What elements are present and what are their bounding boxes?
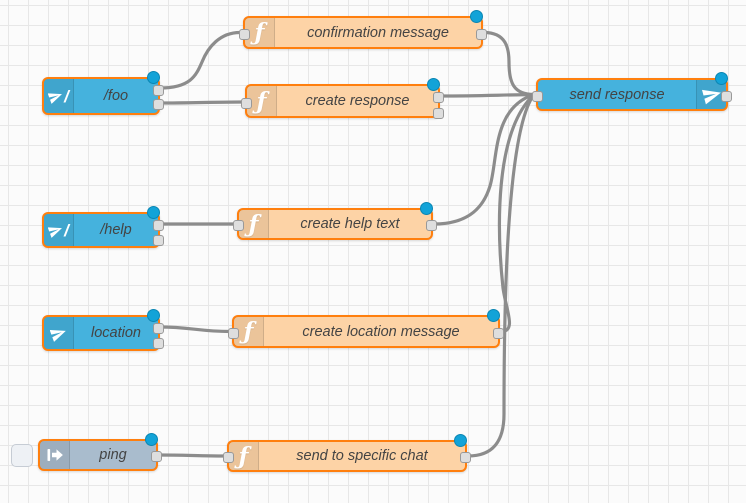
wire-foo-to-confirmation[interactable]	[158, 30, 242, 90]
modified-indicator	[420, 202, 433, 215]
modified-indicator	[145, 433, 158, 446]
node-foo[interactable]: / /foo	[42, 71, 164, 115]
inject-icon	[40, 441, 70, 469]
node-label: /help	[100, 222, 132, 238]
node-label: confirmation message	[307, 24, 449, 41]
modified-indicator	[147, 71, 160, 84]
node-ping[interactable]: ping	[11, 433, 162, 471]
slash-icon: /	[64, 220, 69, 240]
output-port-1[interactable]	[153, 220, 164, 231]
output-port[interactable]	[426, 220, 437, 231]
node-location[interactable]: location	[42, 309, 164, 351]
inject-arrow-icon	[47, 449, 63, 461]
wire-create-response-to-send-response[interactable]	[439, 92, 536, 98]
output-port[interactable]	[721, 91, 732, 102]
output-port[interactable]	[460, 452, 471, 463]
output-port-1[interactable]	[153, 85, 164, 96]
node-label: create response	[305, 93, 410, 109]
function-icon: ƒ	[229, 442, 259, 470]
input-port[interactable]	[233, 220, 244, 231]
telegram-command-icon: /	[44, 79, 74, 113]
output-port-2[interactable]	[433, 108, 444, 119]
function-icon: ƒ	[245, 18, 275, 47]
paper-plane-icon	[48, 226, 63, 238]
node-label: ping	[99, 447, 127, 463]
wire-confirmation-to-send-response[interactable]	[482, 30, 536, 97]
modified-indicator	[470, 10, 483, 23]
node-create-help-text[interactable]: ƒ create help text	[233, 202, 437, 240]
function-icon: ƒ	[239, 210, 269, 238]
modified-indicator	[487, 309, 500, 322]
wire-create-location-to-send-response[interactable]	[497, 92, 536, 334]
node-label: location	[91, 325, 141, 341]
output-port-1[interactable]	[433, 92, 444, 103]
output-port[interactable]	[476, 29, 487, 40]
node-send-response[interactable]: send response	[532, 72, 732, 111]
node-label: /foo	[103, 88, 129, 104]
output-port-2[interactable]	[153, 235, 164, 246]
telegram-command-icon: /	[44, 214, 74, 246]
node-confirmation-message[interactable]: ƒ confirmation message	[239, 10, 487, 49]
modified-indicator	[427, 78, 440, 91]
function-icon: ƒ	[234, 317, 264, 346]
paper-plane-icon	[50, 329, 66, 342]
node-label: create help text	[300, 216, 400, 232]
input-port[interactable]	[228, 328, 239, 339]
input-port[interactable]	[241, 98, 252, 109]
node-label: create location message	[302, 323, 460, 340]
paper-plane-icon	[48, 92, 63, 104]
node-create-response[interactable]: ƒ create response	[241, 78, 444, 119]
inject-button[interactable]	[11, 444, 33, 467]
telegram-event-icon	[44, 317, 74, 349]
modified-indicator	[715, 72, 728, 85]
function-f-icon: ƒ	[243, 318, 254, 345]
node-label: send response	[569, 86, 665, 103]
modified-indicator	[454, 434, 467, 447]
wire-ping-to-send-chat[interactable]	[156, 453, 227, 458]
output-port-2[interactable]	[153, 338, 164, 349]
function-f-icon: ƒ	[254, 19, 265, 46]
input-port[interactable]	[532, 91, 543, 102]
wire-location-to-create-location[interactable]	[158, 325, 232, 334]
modified-indicator	[147, 309, 160, 322]
paper-plane-icon	[701, 89, 721, 104]
wire-foo-to-create-response[interactable]	[158, 100, 245, 105]
modified-indicator	[147, 206, 160, 219]
output-port-1[interactable]	[153, 323, 164, 334]
slash-icon: /	[64, 86, 69, 106]
function-f-icon: ƒ	[256, 87, 267, 115]
wire-create-help-to-send-response[interactable]	[432, 92, 536, 226]
function-f-icon: ƒ	[248, 210, 259, 238]
node-help[interactable]: / /help	[42, 206, 164, 248]
output-port-2[interactable]	[153, 99, 164, 110]
input-port[interactable]	[223, 452, 234, 463]
function-f-icon: ƒ	[238, 442, 249, 470]
node-label: send to specific chat	[296, 448, 428, 464]
wire-send-chat-to-send-response[interactable]	[466, 92, 536, 458]
node-create-location-message[interactable]: ƒ create location message	[228, 309, 504, 348]
output-port[interactable]	[493, 328, 504, 339]
node-send-to-specific-chat[interactable]: ƒ send to specific chat	[223, 434, 471, 472]
function-icon: ƒ	[247, 86, 277, 116]
output-port[interactable]	[151, 451, 162, 462]
input-port[interactable]	[239, 29, 250, 40]
